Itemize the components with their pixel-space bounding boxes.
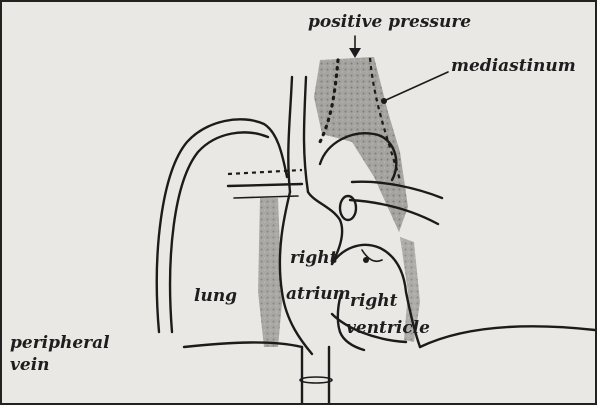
right-atrium-outline <box>280 192 312 354</box>
label-mediastinum: mediastinum <box>451 56 576 76</box>
pulmonary-vessel-upper <box>228 170 302 174</box>
label-peripheral-vein-2: vein <box>10 355 50 375</box>
label-right-atrium-2: atrium <box>286 284 351 304</box>
label-right-atrium-1: right <box>290 248 338 268</box>
label-lung: lung <box>194 286 237 306</box>
superior-vena-cava-right-wall <box>304 77 308 192</box>
vessel-opening <box>340 196 356 220</box>
pulmonary-vessel-lower <box>228 184 302 186</box>
lung-border-shading <box>258 198 282 347</box>
mediastinum-leader-line <box>386 72 448 100</box>
diaphragm-right <box>420 326 595 347</box>
diaphragm-left <box>184 342 302 347</box>
superior-vena-cava <box>288 77 292 192</box>
vena-cava-ring <box>300 377 332 383</box>
label-right-ventricle-1: right <box>350 291 398 311</box>
label-positive-pressure: positive pressure <box>308 12 471 32</box>
pressure-arrow-icon <box>349 36 361 58</box>
mediastinum-pointer-dot <box>381 98 387 104</box>
label-peripheral-vein-1: peripheral <box>10 333 110 353</box>
label-right-ventricle-2: ventricle <box>346 318 430 338</box>
